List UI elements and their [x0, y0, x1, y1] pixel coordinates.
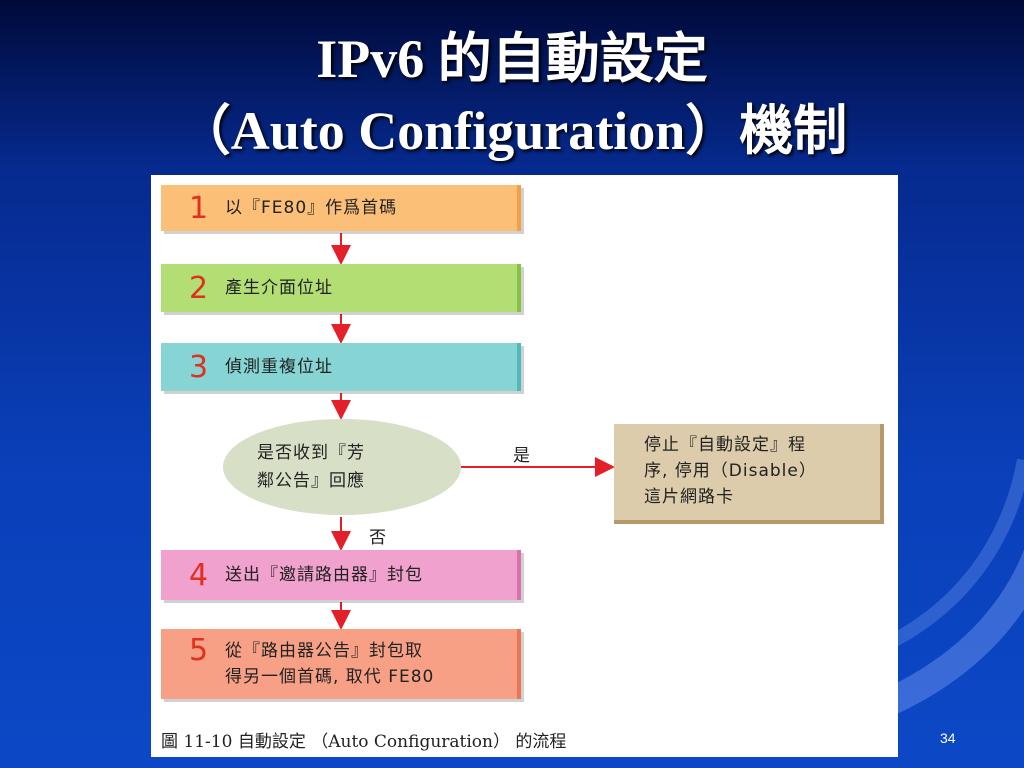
figure-caption: 圖 11-10 自動設定 （Auto Configuration） 的流程	[161, 732, 567, 752]
step-3-number: 3	[189, 349, 209, 385]
step-5-box: 5 從『路由器公告』封包取 得另一個首碼, 取代 FE80	[161, 629, 521, 699]
step-3-label: 偵測重複位址	[225, 357, 333, 377]
page-number: 34	[940, 730, 956, 746]
step-3-box: 3 偵測重複位址	[161, 343, 521, 391]
flow-arrows	[331, 233, 615, 630]
step-4-number: 4	[189, 557, 209, 593]
decision-line2: 鄰公告』回應	[257, 471, 365, 491]
result-line1: 停止『自動設定』程	[644, 435, 806, 455]
step-2-box: 2 產生介面位址	[161, 264, 521, 312]
decision-line1: 是否收到『芳	[257, 443, 365, 463]
step-5-line1: 從『路由器公告』封包取	[225, 641, 423, 661]
step-1-number: 1	[189, 190, 209, 226]
yes-label: 是	[513, 446, 530, 466]
step-4-label: 送出『邀請路由器』封包	[225, 565, 423, 585]
slide-title-line2: （Auto Configuration）機制	[176, 101, 848, 161]
step-5-number: 5	[189, 633, 209, 668]
diagram-panel: 1 以『FE80』作爲首碼 2 產生介面位址 3 偵測重複位址 是否收到『芳 鄰…	[151, 175, 898, 757]
result-line3: 這片網路卡	[644, 487, 734, 507]
step-1-box: 1 以『FE80』作爲首碼	[161, 185, 521, 231]
step-2-label: 產生介面位址	[225, 278, 333, 298]
decision-node: 是否收到『芳 鄰公告』回應	[223, 419, 461, 515]
slide-title-line1: IPv6 的自動設定	[316, 29, 708, 89]
result-box: 停止『自動設定』程 序, 停用（Disable） 這片網路卡	[614, 424, 884, 524]
step-5-line2: 得另一個首碼, 取代 FE80	[225, 667, 435, 687]
no-label: 否	[369, 528, 386, 548]
step-4-box: 4 送出『邀請路由器』封包	[161, 550, 521, 600]
result-line2: 序, 停用（Disable）	[644, 461, 817, 481]
step-2-number: 2	[189, 270, 209, 306]
step-1-label: 以『FE80』作爲首碼	[225, 198, 398, 218]
